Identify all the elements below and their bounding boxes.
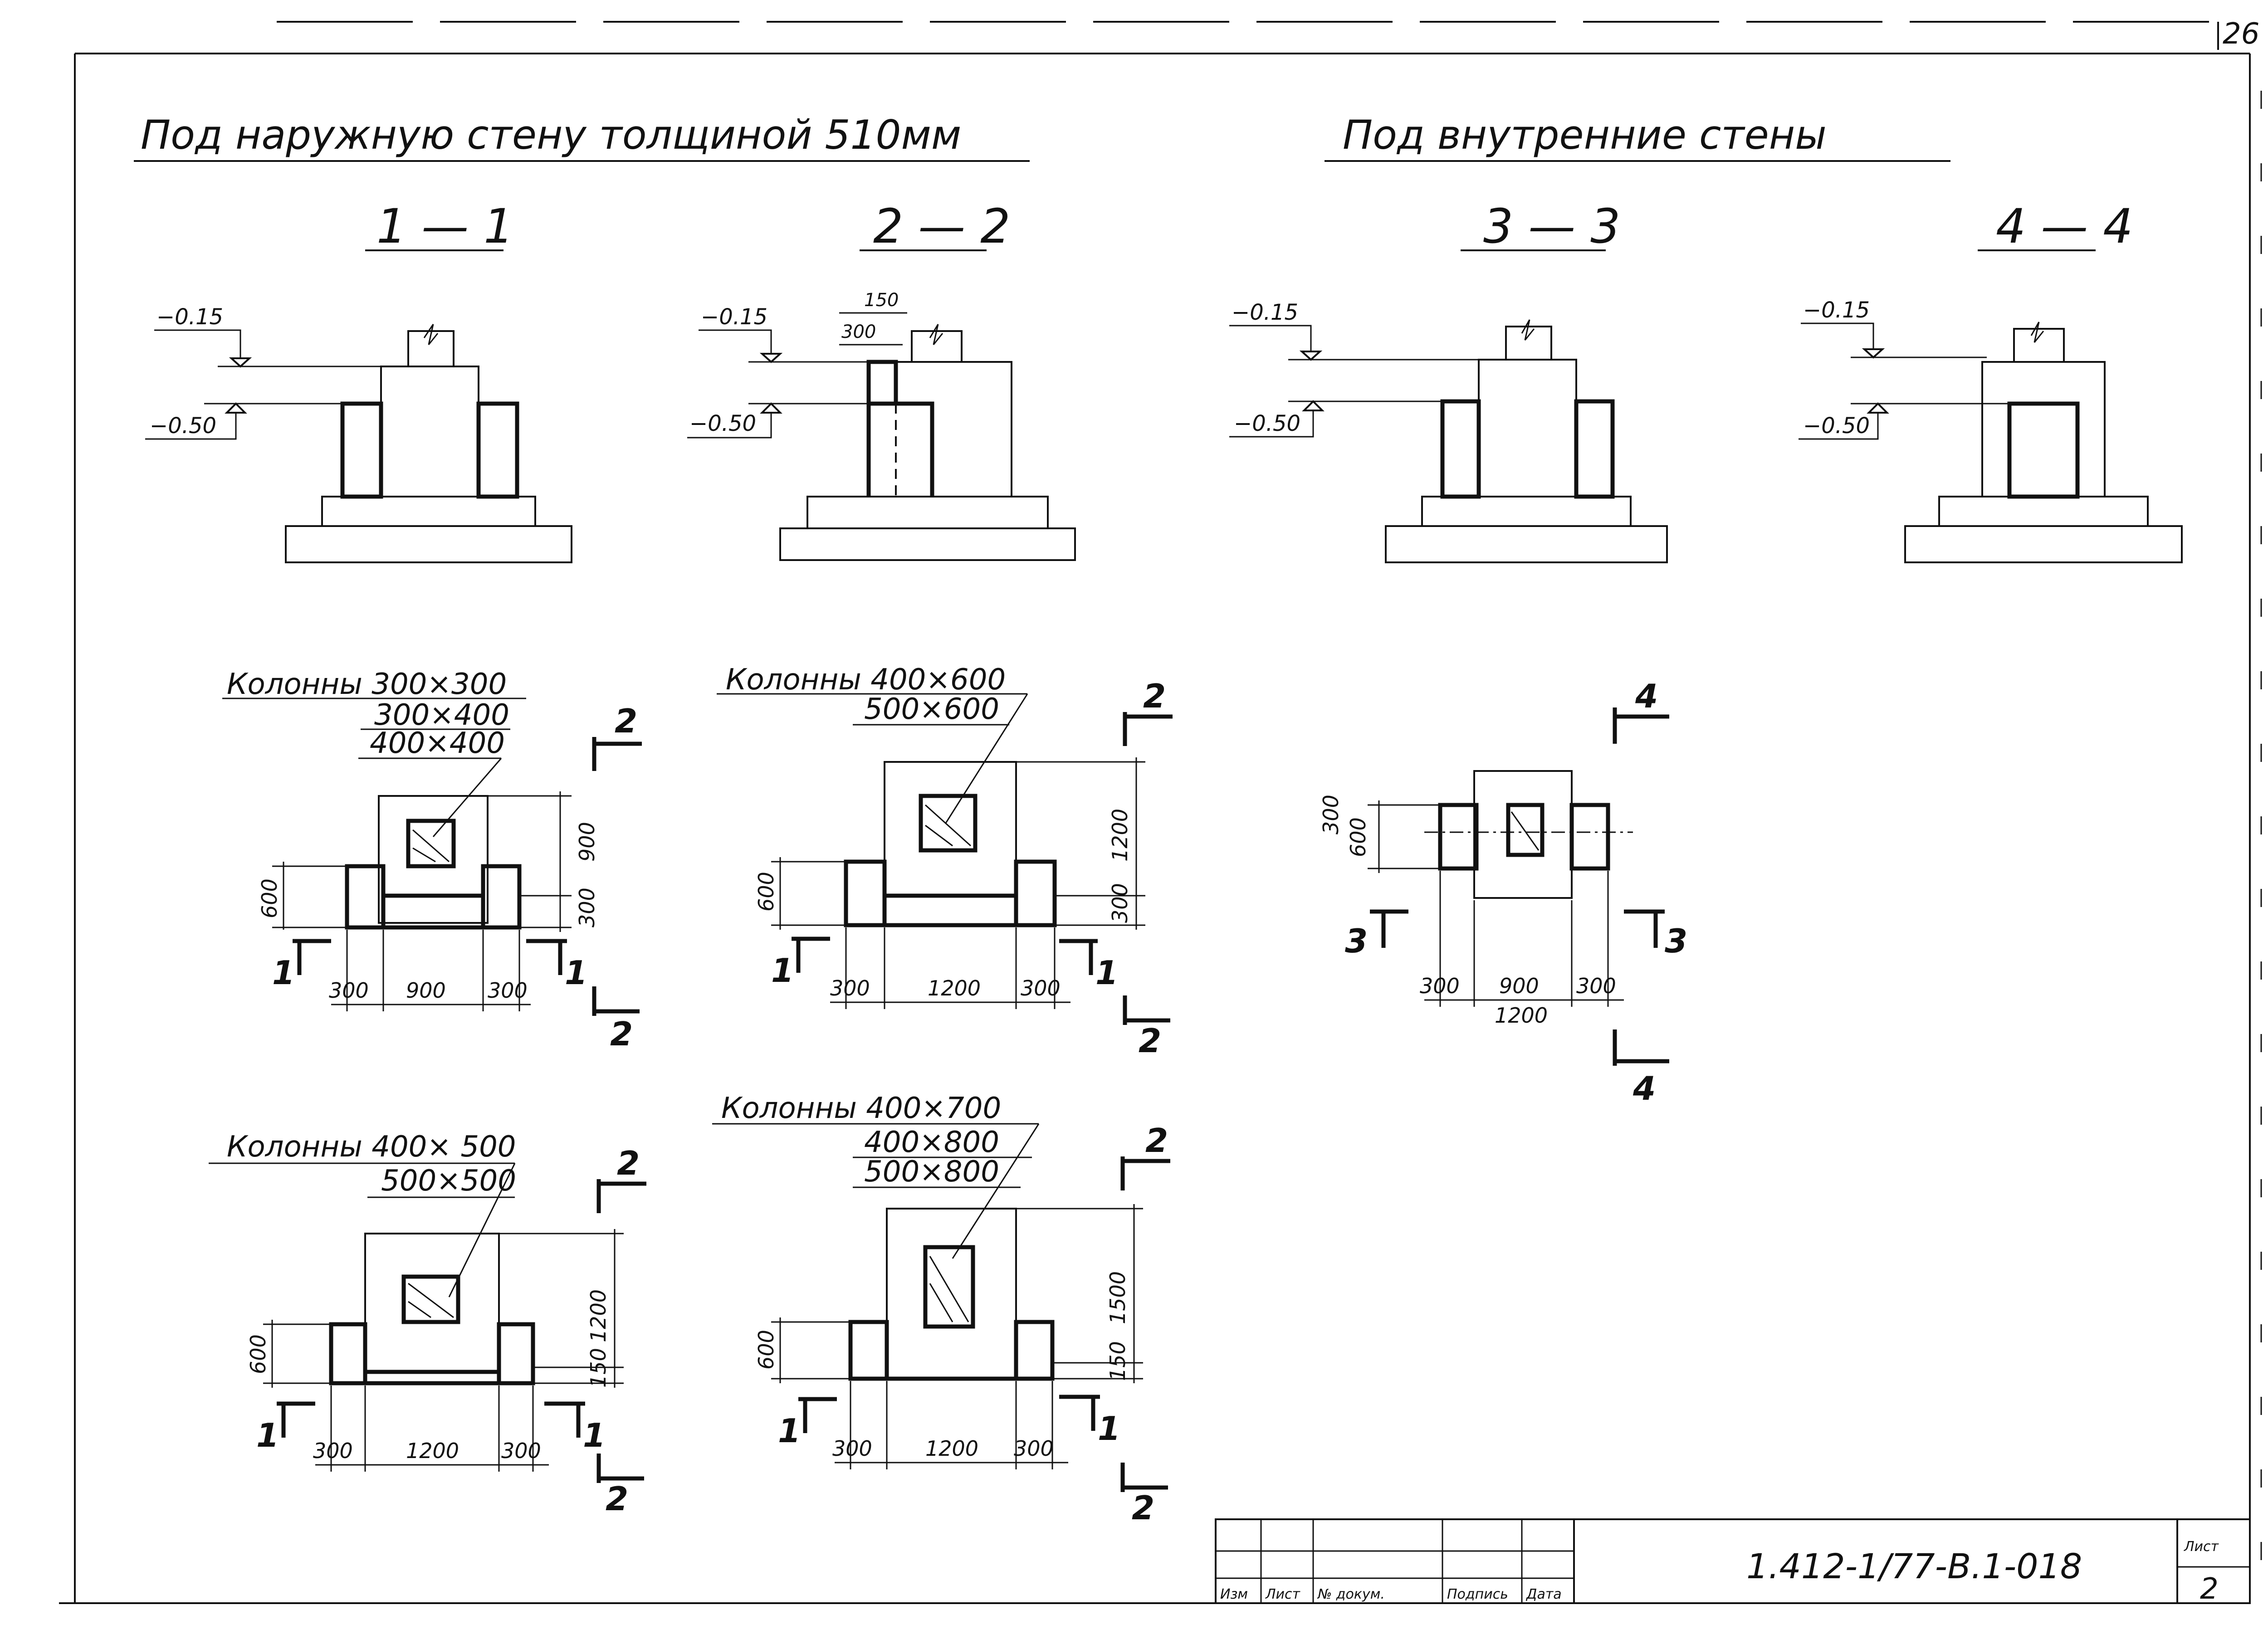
svg-text:600: 600 <box>754 1330 778 1370</box>
svg-text:1: 1 <box>256 1416 279 1454</box>
svg-text:1: 1 <box>771 951 794 990</box>
svg-text:−0.15: −0.15 <box>156 304 223 330</box>
plan-columns-400x700: Колонны 400×700 400×800 500×800 600 1500… <box>712 1092 1170 1527</box>
svg-text:2: 2 <box>1139 1022 1161 1060</box>
tb-sheet-label: Лист <box>2184 1539 2219 1555</box>
svg-text:2: 2 <box>617 1144 640 1182</box>
svg-text:300: 300 <box>329 978 369 1003</box>
svg-text:300: 300 <box>1319 795 1343 834</box>
svg-text:Колонны 300×300: Колонны 300×300 <box>227 668 507 701</box>
section-1-1-drawing: −0.15 −0.50 <box>145 304 572 563</box>
tb-header-list: Лист <box>1265 1586 1301 1602</box>
svg-text:900: 900 <box>575 822 599 862</box>
page-number: 26 <box>2223 17 2259 51</box>
svg-text:1200: 1200 <box>1108 809 1132 862</box>
svg-text:300: 300 <box>1420 974 1460 998</box>
svg-text:500×500: 500×500 <box>381 1164 516 1198</box>
section-3-3-drawing: −0.15 −0.50 <box>1229 300 1668 563</box>
svg-text:900: 900 <box>1499 974 1539 998</box>
svg-text:2: 2 <box>615 702 637 740</box>
svg-text:1: 1 <box>778 1412 801 1450</box>
tb-header-izm: Изм <box>1220 1586 1248 1602</box>
svg-text:3: 3 <box>1345 922 1368 960</box>
svg-text:300: 300 <box>1108 883 1132 923</box>
svg-text:300: 300 <box>1576 974 1616 998</box>
heading-inner-walls: Под внутренние стены <box>1343 112 1827 158</box>
svg-text:300: 300 <box>501 1439 541 1463</box>
plan-columns-300x300: Колонны 300×300 300×400 400×400 600 900 … <box>222 668 642 1053</box>
svg-text:600: 600 <box>246 1334 270 1374</box>
svg-text:3: 3 <box>1665 922 1687 960</box>
tb-header-sign: Подпись <box>1447 1586 1508 1602</box>
svg-text:1: 1 <box>565 954 587 992</box>
section-title-1-1: 1 — 1 <box>376 199 513 254</box>
svg-text:150: 150 <box>586 1348 611 1388</box>
svg-text:300: 300 <box>830 976 870 1000</box>
svg-text:1: 1 <box>272 954 295 992</box>
svg-text:2: 2 <box>1143 677 1166 715</box>
svg-text:−0.50: −0.50 <box>150 413 216 439</box>
svg-text:1200: 1200 <box>1495 1003 1548 1028</box>
svg-text:1500: 1500 <box>1105 1271 1130 1324</box>
svg-text:1200: 1200 <box>925 1436 978 1461</box>
svg-text:400×800: 400×800 <box>864 1126 999 1159</box>
svg-text:4: 4 <box>1633 1069 1656 1107</box>
svg-text:1: 1 <box>583 1416 606 1454</box>
section-4-4-drawing: −0.15 −0.50 <box>1799 298 2183 563</box>
tb-header-doc: № докум. <box>1317 1586 1385 1602</box>
svg-text:300: 300 <box>575 888 599 927</box>
svg-text:300: 300 <box>832 1436 872 1461</box>
svg-text:300: 300 <box>488 978 528 1003</box>
svg-text:1200: 1200 <box>928 976 981 1000</box>
section-title-4-4: 4 — 4 <box>1996 199 2133 254</box>
svg-text:300: 300 <box>313 1439 353 1463</box>
svg-text:Колонны 400× 500: Колонны 400× 500 <box>227 1130 516 1164</box>
svg-text:500×600: 500×600 <box>864 693 999 726</box>
svg-text:1: 1 <box>1095 954 1118 992</box>
svg-text:2: 2 <box>610 1015 633 1053</box>
svg-text:2: 2 <box>1132 1489 1154 1527</box>
svg-text:−0.50: −0.50 <box>1803 413 1870 439</box>
svg-text:1: 1 <box>1098 1410 1120 1448</box>
svg-text:Колонны 400×600: Колонны 400×600 <box>726 663 1006 697</box>
plan-columns-400x600: Колонны 400×600 500×600 600 1200 300 300… <box>717 663 1173 1060</box>
svg-text:−0.15: −0.15 <box>1803 298 1870 323</box>
svg-text:−0.15: −0.15 <box>1232 300 1298 325</box>
svg-text:1200: 1200 <box>406 1439 459 1463</box>
svg-text:−0.15: −0.15 <box>701 304 767 330</box>
svg-text:300×400: 300×400 <box>374 698 509 732</box>
heading-outer-wall: Под наружную стену толщиной 510мм <box>141 112 961 158</box>
svg-text:400×400: 400×400 <box>370 727 505 760</box>
svg-text:4: 4 <box>1635 677 1658 715</box>
svg-text:−0.50: −0.50 <box>689 411 756 436</box>
tb-document-code: 1.412-1/77-В.1-018 <box>1746 1546 2082 1586</box>
svg-text:1200: 1200 <box>586 1289 611 1342</box>
svg-text:2: 2 <box>1145 1122 1168 1160</box>
svg-text:150: 150 <box>864 290 899 311</box>
svg-text:300: 300 <box>841 322 876 342</box>
sheet-frame: 26 <box>59 17 2262 1615</box>
section-2-2-drawing: −0.15 −0.50 150 300 <box>687 290 1076 561</box>
plan-inner-wall: 300 600 300 900 300 1200 3 3 4 4 <box>1319 677 1687 1107</box>
tb-header-date: Дата <box>1525 1586 1562 1602</box>
tb-sheet-number: 2 <box>2200 1572 2219 1606</box>
svg-text:−0.50: −0.50 <box>1234 411 1300 436</box>
section-title-2-2: 2 — 2 <box>873 199 1010 254</box>
svg-text:Колонны 400×700: Колонны 400×700 <box>721 1092 1001 1125</box>
svg-text:2: 2 <box>606 1480 628 1518</box>
svg-text:300: 300 <box>1014 1436 1054 1461</box>
svg-text:150: 150 <box>1105 1341 1130 1381</box>
title-block: Изм Лист № докум. Подпись Дата 1.412-1/7… <box>1215 1518 2251 1606</box>
svg-text:600: 600 <box>754 872 778 912</box>
svg-text:600: 600 <box>1346 817 1370 857</box>
svg-text:600: 600 <box>257 878 282 918</box>
plan-columns-400x500: Колонны 400× 500 500×500 600 1200 150 30… <box>209 1130 646 1518</box>
svg-text:500×800: 500×800 <box>864 1155 999 1189</box>
svg-text:300: 300 <box>1021 976 1061 1000</box>
section-title-3-3: 3 — 3 <box>1483 199 1620 254</box>
svg-text:900: 900 <box>406 978 446 1003</box>
